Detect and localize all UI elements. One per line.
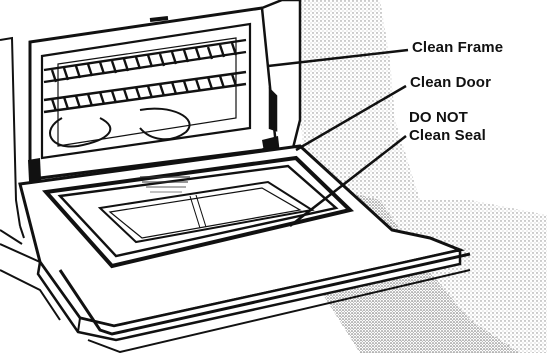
callout-seal-line1: DO NOT <box>409 109 486 127</box>
callout-do-not-clean-seal: DO NOT Clean Seal <box>409 109 486 145</box>
callout-clean-frame: Clean Frame <box>412 39 503 57</box>
callout-seal-line2: Clean Seal <box>409 127 486 145</box>
oven-cavity <box>30 8 276 178</box>
callout-clean-door: Clean Door <box>410 74 491 92</box>
